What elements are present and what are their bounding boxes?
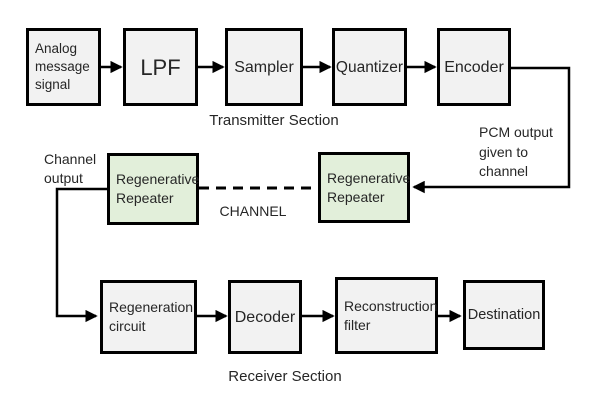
- block-regenerative-repeater-left: Regenerative Repeater: [107, 153, 199, 225]
- block-quantizer: Quantizer: [332, 28, 407, 106]
- transmitter-section-label: Transmitter Section: [209, 112, 339, 129]
- block-lpf: LPF: [123, 28, 198, 106]
- block-label: Decoder: [234, 308, 296, 326]
- block-label: LPF: [140, 54, 181, 80]
- block-label: Regenerative Repeater: [327, 169, 411, 205]
- block-label: Regenerative Repeater: [116, 171, 200, 206]
- block-analog-message-signal: Analog message signal: [26, 28, 101, 106]
- channel-output-note: Channel output: [44, 151, 97, 186]
- channel-label: CHANNEL: [219, 203, 287, 219]
- block-label: Regeneration circuit: [109, 299, 194, 334]
- block-reconstruction-filter: Reconstruction filter: [335, 277, 438, 354]
- block-destination: Destination: [463, 280, 545, 350]
- block-label: Reconstruction filter: [344, 297, 438, 333]
- block-decoder: Decoder: [228, 280, 302, 354]
- block-label: Analog message signal: [35, 41, 90, 92]
- block-sampler: Sampler: [225, 28, 303, 106]
- block-regenerative-repeater-right: Regenerative Repeater: [318, 152, 410, 223]
- block-label: Sampler: [234, 58, 294, 76]
- block-label: Destination: [467, 306, 541, 323]
- block-regeneration-circuit: Regeneration circuit: [100, 280, 197, 354]
- pcm-output-note: PCM output given to channel: [479, 124, 553, 179]
- receiver-section-label: Receiver Section: [228, 368, 342, 385]
- block-label: Quantizer: [335, 58, 404, 76]
- block-encoder: Encoder: [437, 28, 511, 106]
- block-label: Encoder: [444, 58, 504, 76]
